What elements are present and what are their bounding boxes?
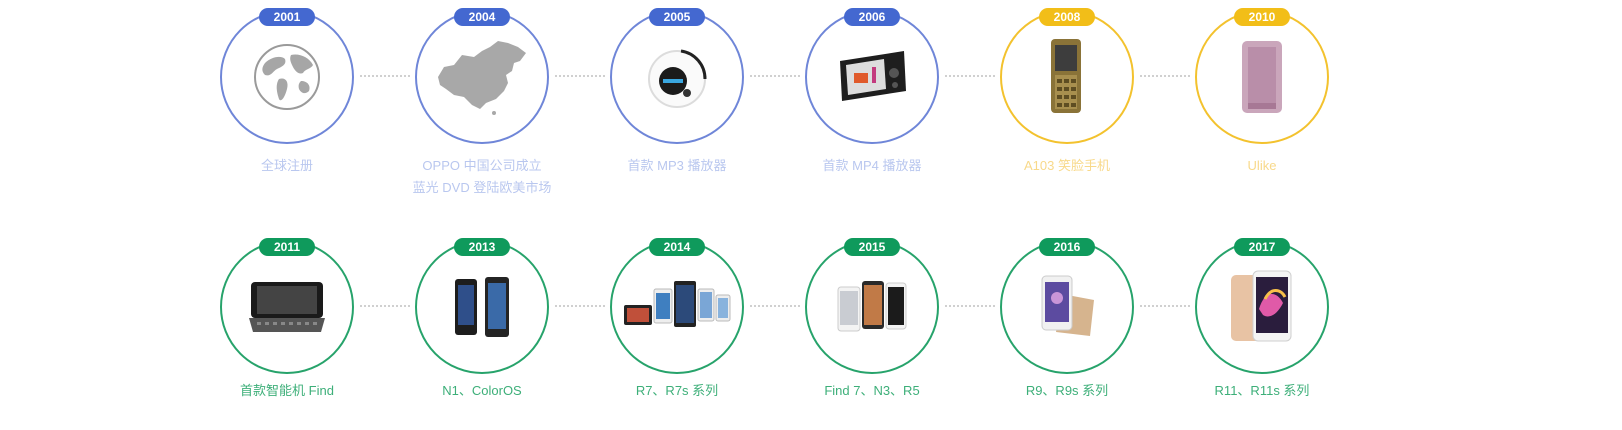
milestone-caption: OPPO 中国公司成立 蓝光 DVD 登陆欧美市场: [412, 158, 552, 195]
connector-dots: [1140, 75, 1190, 77]
milestone-caption: 全球注册: [260, 158, 313, 173]
mp4-player-icon: [840, 51, 906, 101]
timeline-row-2: 2011 首款智能机 Find 2013: [0, 230, 1622, 430]
find7-phones-icon: [837, 281, 907, 332]
milestone-caption: A103 笑脸手机: [1024, 158, 1110, 173]
milestone-circle: [220, 240, 354, 374]
connector-dots: [945, 75, 995, 77]
milestone-2008[interactable]: 2008 A103 笑脸手机: [977, 0, 1157, 200]
year-badge: 2001: [259, 8, 315, 26]
slider-phone-icon: [249, 282, 325, 332]
china-map-icon: [438, 41, 526, 115]
year-badge: 2010: [1234, 8, 1290, 26]
year-badge: 2016: [1039, 238, 1095, 256]
milestone-circle: [805, 240, 939, 374]
connector-dots: [555, 75, 605, 77]
milestone-caption: 首款 MP3 播放器: [627, 158, 727, 173]
n1-phones-icon: [455, 277, 509, 337]
connector-dots: [945, 305, 995, 307]
connector-dots: [750, 305, 800, 307]
globe-icon: [254, 44, 320, 110]
r7-devices-icon: [624, 281, 731, 327]
timeline-row-1: 2001 全球注册 2004 OPPO 中国公司成立 蓝光 DVD 登陆欧美市场: [0, 0, 1622, 200]
milestone-2014[interactable]: 2014 R7、R7s 系列: [587, 230, 767, 430]
milestone-circle: [220, 10, 354, 144]
r11-phone-icon: [1231, 270, 1292, 342]
milestone-circle: [415, 240, 549, 374]
milestone-2004[interactable]: 2004 OPPO 中国公司成立 蓝光 DVD 登陆欧美市场: [392, 0, 572, 200]
milestone-caption: 首款智能机 Find: [240, 383, 334, 398]
milestone-2015[interactable]: 2015 Find 7、N3、R5: [782, 230, 962, 430]
milestone-circle: [1195, 10, 1329, 144]
milestone-2011[interactable]: 2011 首款智能机 Find: [197, 230, 377, 430]
milestone-circle: [610, 10, 744, 144]
ulike-phone-icon: [1242, 41, 1282, 113]
milestone-circle: [415, 10, 549, 144]
milestone-circle: [1195, 240, 1329, 374]
year-badge: 2017: [1234, 238, 1290, 256]
connector-dots: [1140, 305, 1190, 307]
year-badge: 2014: [649, 238, 705, 256]
milestone-2006[interactable]: 2006 首款 MP4 播放器: [782, 0, 962, 200]
milestone-caption: 首款 MP4 播放器: [822, 158, 922, 173]
feature-phone-icon: [1051, 39, 1081, 113]
milestone-circle: [610, 240, 744, 374]
milestone-circle: [1000, 10, 1134, 144]
year-badge: 2015: [844, 238, 900, 256]
milestone-2016[interactable]: 2016 R9、R9s 系列: [977, 230, 1157, 430]
milestone-circle: [805, 10, 939, 144]
year-badge: 2013: [454, 238, 510, 256]
milestone-circle: [1000, 240, 1134, 374]
connector-dots: [360, 305, 410, 307]
connector-dots: [555, 305, 605, 307]
milestone-2005[interactable]: 2005 首款 MP3 播放器: [587, 0, 767, 200]
milestone-2013[interactable]: 2013 N1、ColorOS: [392, 230, 572, 430]
connector-dots: [750, 75, 800, 77]
milestone-caption: Ulike: [1247, 158, 1277, 173]
milestone-caption: N1、ColorOS: [442, 383, 522, 398]
milestone-2001[interactable]: 2001 全球注册: [197, 0, 377, 200]
connector-dots: [360, 75, 410, 77]
year-badge: 2004: [454, 8, 510, 26]
milestone-caption: R7、R7s 系列: [635, 383, 719, 398]
milestone-caption: R9、R9s 系列: [1025, 383, 1109, 398]
mp3-player-icon: [648, 49, 707, 108]
year-badge: 2011: [259, 238, 315, 256]
r9-phones-icon: [1041, 275, 1094, 336]
year-badge: 2005: [649, 8, 705, 26]
year-badge: 2006: [844, 8, 900, 26]
milestone-2010[interactable]: 2010 Ulike: [1172, 0, 1352, 200]
milestone-caption: Find 7、N3、R5: [824, 383, 920, 398]
milestone-2017[interactable]: 2017 R11、R11s 系列: [1172, 230, 1352, 430]
milestone-caption: R11、R11s 系列: [1214, 383, 1310, 398]
year-badge: 2008: [1039, 8, 1095, 26]
